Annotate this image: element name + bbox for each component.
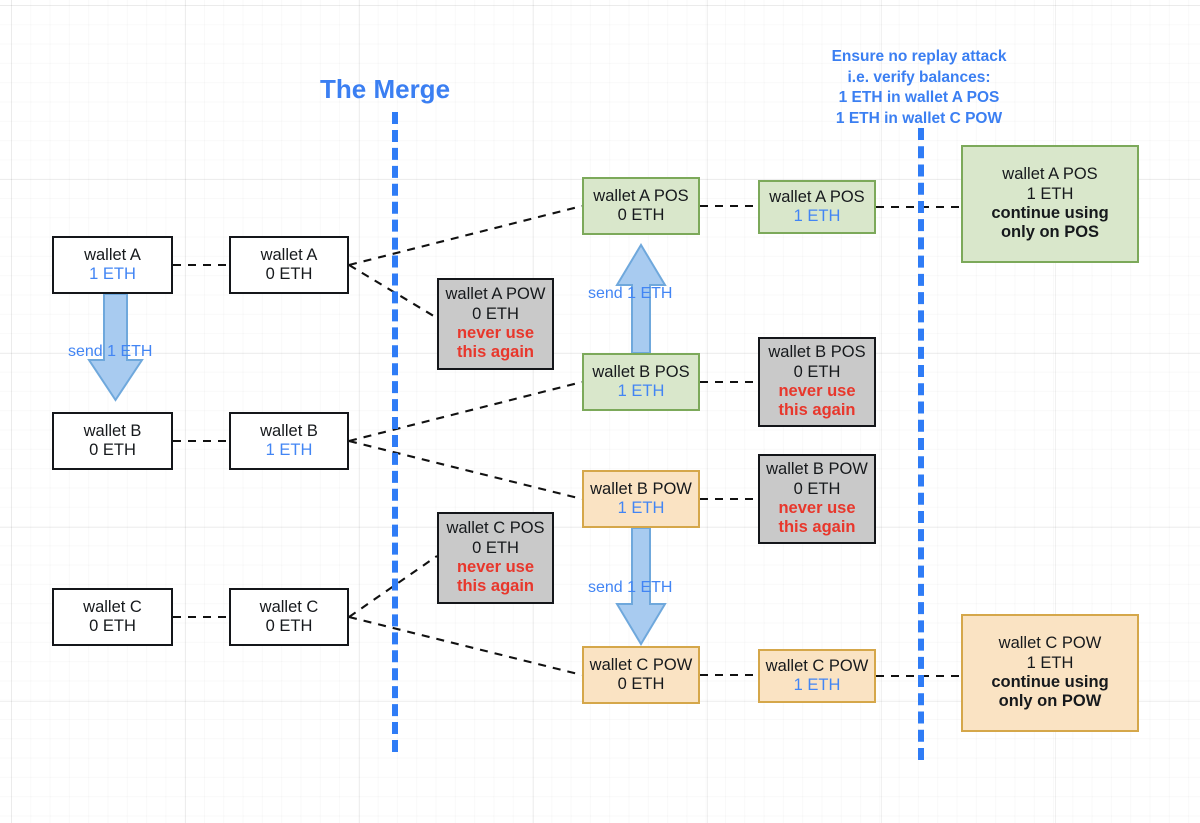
wallet-a-pow-dead-line-3: never use <box>456 324 535 342</box>
wallet-b-pos-dead-line-3: never use <box>778 382 856 400</box>
wallet-b-pos-funded-line-2: 1 ETH <box>617 382 665 400</box>
verify-vertical-line <box>918 128 924 760</box>
wallet-a-pos-after-receive-line-2: 1 ETH <box>793 207 841 225</box>
wallet-a-pos-before-receive-line-1: wallet A POS <box>593 186 689 205</box>
arrow-label-pos-send: send 1 ETH <box>588 285 673 302</box>
wallet-c-pow-after-receive-line-2: 1 ETH <box>793 676 841 694</box>
wallet-b-pos-dead-line-2: 0 ETH <box>793 362 841 381</box>
wallet-c-pow-before-receive-line-2: 0 ETH <box>617 675 665 693</box>
wallet-c-pos-dead-line-4: this again <box>456 577 534 596</box>
replay-attack-note: Ensure no replay attack i.e. verify bala… <box>818 47 1020 129</box>
wallet-a-pow-dead-line-2: 0 ETH <box>472 304 519 323</box>
wallet-b-pow-dead-line-2: 0 ETH <box>793 479 841 498</box>
wallet-b-pow-funded-line-1: wallet B POW <box>590 479 692 498</box>
wallet-a-pos-before-receive-line-2: 0 ETH <box>617 206 665 224</box>
wallet-c-initial-line-1: wallet C <box>83 597 142 616</box>
wallet-c-pow-final-line-3: continue using <box>991 673 1109 691</box>
wallet-c-pow-final-line-1: wallet C POW <box>998 634 1102 653</box>
wallet-b-pow-dead-line-4: this again <box>778 518 856 537</box>
wallet-b-pos-dead-line-4: this again <box>778 401 856 420</box>
wallet-b-pos-dead-line-1: wallet B POS <box>768 343 866 362</box>
wallet-b-pow-funded-line-2: 1 ETH <box>617 499 665 517</box>
wallet-a-initial-line-2: 1 ETH <box>89 265 136 283</box>
replay-note-line-3: 1 ETH in wallet A POS <box>838 89 1000 107</box>
arrow-send-a-to-b <box>87 293 144 402</box>
wallet-b-initial-line-1: wallet B <box>83 421 142 440</box>
wallet-c-pos-dead-line-1: wallet C POS <box>446 519 545 538</box>
wallet-a-pos-final-line-1: wallet A POS <box>1002 165 1098 184</box>
wallet-a-pow-dead-line-4: this again <box>456 343 534 362</box>
wallet-c-after-send-line-2: 0 ETH <box>265 617 313 635</box>
arrow-send-bpow-to-cpow <box>615 527 667 646</box>
wallet-c-pow-final-line-2: 1 ETH <box>1026 653 1074 672</box>
wallet-b-initial-line-2: 0 ETH <box>89 441 136 459</box>
arrow-label-pre-merge-send: send 1 ETH <box>68 343 153 360</box>
replay-note-line-1: Ensure no replay attack <box>831 48 1007 65</box>
wallet-b-pos-funded-line-1: wallet B POS <box>592 362 690 381</box>
wallet-c-after-send-line-1: wallet C <box>259 597 319 616</box>
wallet-a-pos-final-line-4: only on POS <box>1000 223 1100 242</box>
wallet-b-pow-dead-line-3: never use <box>778 499 856 517</box>
wallet-a-pos-final-line-2: 1 ETH <box>1026 184 1074 203</box>
replay-note-line-2: i.e. verify balances: <box>847 68 991 86</box>
wallet-b-after-send-line-1: wallet B <box>260 421 318 440</box>
wallet-a-after-send-line-2: 0 ETH <box>265 265 313 283</box>
wallet-b-after-send-line-2: 1 ETH <box>265 441 313 459</box>
wallet-b-pow-dead-line-1: wallet B POW <box>766 460 868 479</box>
arrow-send-bpos-to-apos <box>615 243 667 354</box>
merge-vertical-line <box>392 112 398 752</box>
wallet-c-initial-line-2: 0 ETH <box>89 617 136 635</box>
replay-note-line-4: 1 ETH in wallet C POW <box>835 109 1003 127</box>
wallet-c-pow-after-receive-line-1: wallet C POW <box>765 656 869 675</box>
wallet-c-pow-final-line-4: only on POW <box>998 692 1102 711</box>
wallet-a-pos-after-receive-line-1: wallet A POS <box>769 187 865 206</box>
wallet-a-after-send-line-1: wallet A <box>260 245 318 264</box>
merge-title: The Merge <box>320 74 451 104</box>
wallet-c-pow-before-receive-line-1: wallet C POW <box>589 655 693 674</box>
wallet-a-initial-line-1: wallet A <box>84 245 141 264</box>
wallet-a-pos-final-line-3: continue using <box>991 204 1109 222</box>
wallet-c-pos-dead-line-3: never use <box>456 558 535 576</box>
wallet-a-pow-dead-line-1: wallet A POW <box>445 285 546 304</box>
arrow-label-pow-send: send 1 ETH <box>588 579 673 596</box>
wallet-c-pos-dead-line-2: 0 ETH <box>472 538 519 557</box>
